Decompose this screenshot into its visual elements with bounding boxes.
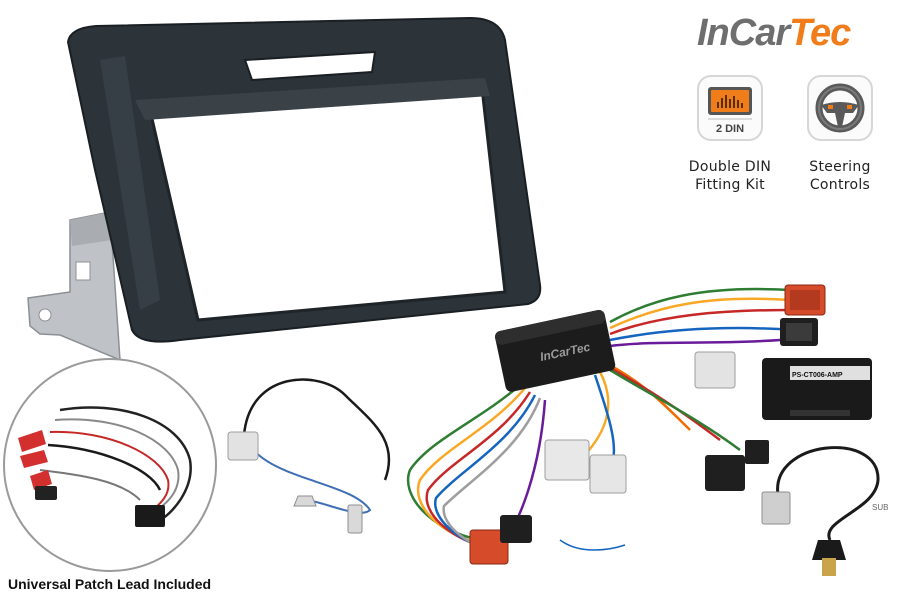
feature-caption-steering: Steering Controls [790,158,890,194]
steering-interface-harness: InCarTec [406,284,826,565]
sub-output-cable: SUB [761,446,888,576]
interface-module: InCarTec [495,310,616,392]
feature-line1: Steering [809,159,871,175]
sub-cable-label: SUB [872,503,888,512]
antenna-adapter [227,378,391,534]
steering-wheel-icon [815,83,865,133]
feature-line2: Fitting Kit [695,177,765,193]
amp-interface-box: PS-CT006-AMP [762,358,872,420]
iso-connector-red-bottom [469,515,532,565]
patch-lead-inset [3,358,217,572]
amp-box-label: PS-CT006-AMP [792,372,843,379]
feature-tile-double-din: 2 DIN [697,75,763,141]
double-din-icon: 2 DIN [708,87,752,135]
brand-logo: InCarTec [697,12,851,54]
patch-lead-caption: Universal Patch Lead Included [8,576,212,592]
feature-tile-steering [807,75,873,141]
left-metal-bracket [27,211,121,362]
feature-line1: Double DIN [688,159,772,175]
feature-line2: Controls [809,177,871,193]
iso-connector-black [780,318,818,346]
double-din-fascia [66,16,542,343]
feature-caption-double-din: Double DIN Fitting Kit [680,158,780,194]
double-din-badge: 2 DIN [716,123,744,135]
vehicle-connectors [544,351,769,494]
iso-connector-red [784,284,826,316]
